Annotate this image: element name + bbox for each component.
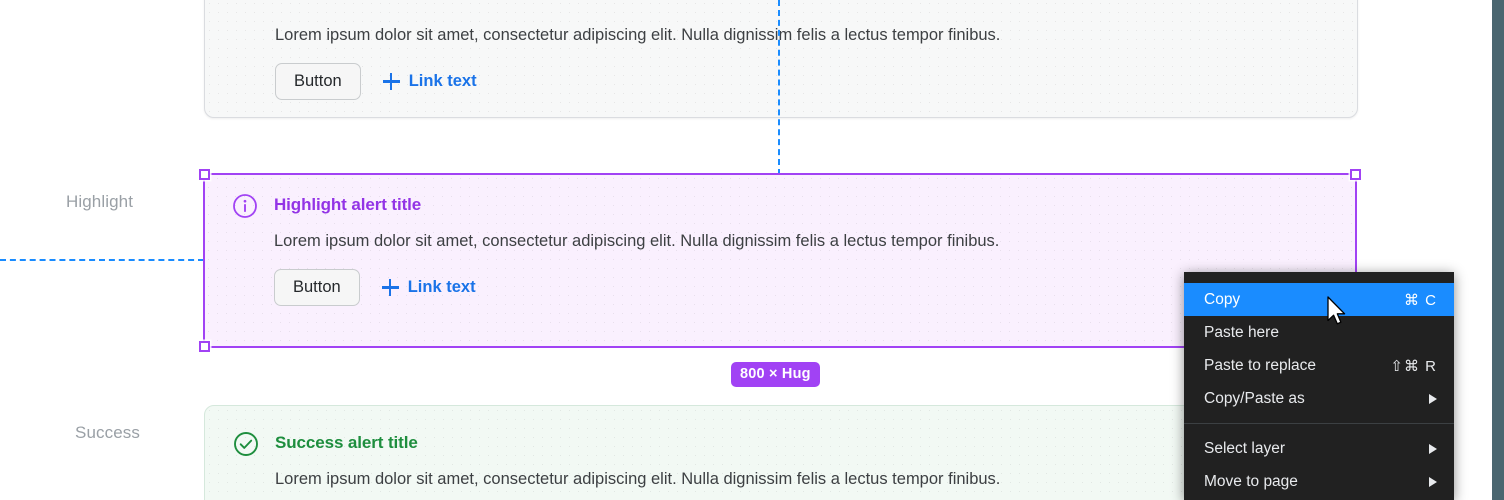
plus-icon — [382, 73, 400, 90]
right-panel-edge — [1492, 0, 1504, 500]
alert-title: Success alert title — [275, 433, 418, 452]
smart-guide-vertical — [778, 0, 780, 175]
context-menu[interactable]: Copy ⌘ C Paste here Paste to replace ⇧⌘ … — [1184, 272, 1454, 500]
alert-body-text: Lorem ipsum dolor sit amet, consectetur … — [275, 26, 1001, 44]
context-menu-item-move-to-page[interactable]: Move to page — [1184, 465, 1454, 498]
alert-title: Highlight alert title — [274, 195, 422, 214]
menu-item-label: Select layer — [1204, 439, 1285, 457]
context-menu-item-copy[interactable]: Copy ⌘ C — [1184, 283, 1454, 316]
menu-item-label: Move to page — [1204, 472, 1298, 490]
alert-button[interactable]: Button — [275, 63, 361, 100]
alert-link-label: Link text — [408, 72, 477, 90]
alert-link[interactable]: Link text — [381, 278, 476, 297]
alert-actions: Button Link text — [275, 63, 1357, 100]
alert-actions: Button Link text — [274, 269, 1357, 306]
menu-item-label: Paste here — [1204, 323, 1279, 341]
mouse-cursor — [1326, 296, 1348, 328]
submenu-arrow-icon — [1429, 393, 1437, 404]
alert-button[interactable]: Button — [274, 269, 360, 306]
selection-size-badge: 800 × Hug — [731, 362, 820, 387]
context-menu-item-paste-here[interactable]: Paste here — [1184, 316, 1454, 349]
smart-guide-horizontal — [0, 259, 204, 261]
menu-item-label: Copy — [1204, 290, 1241, 308]
row-label-success: Success — [75, 423, 140, 442]
menu-item-label: Paste to replace — [1204, 356, 1317, 374]
alert-body-text: Lorem ipsum dolor sit amet, consectetur … — [274, 232, 1000, 250]
row-label-highlight: Highlight — [66, 192, 134, 211]
plus-icon — [381, 279, 399, 296]
menu-separator — [1184, 423, 1454, 424]
submenu-arrow-icon — [1429, 443, 1437, 454]
context-menu-item-paste-to-replace[interactable]: Paste to replace ⇧⌘ R — [1184, 349, 1454, 382]
alert-body-text: Lorem ipsum dolor sit amet, consectetur … — [275, 470, 1001, 488]
menu-item-shortcut: ⌘ C — [1404, 291, 1437, 309]
context-menu-item-copy-paste-as[interactable]: Copy/Paste as — [1184, 382, 1454, 415]
alert-link[interactable]: Link text — [382, 72, 477, 91]
alert-link-label: Link text — [407, 278, 476, 296]
menu-item-shortcut: ⇧⌘ R — [1390, 357, 1437, 375]
context-menu-item-select-layer[interactable]: Select layer — [1184, 432, 1454, 465]
info-circle-icon — [232, 193, 258, 219]
submenu-arrow-icon — [1429, 476, 1437, 487]
check-circle-icon — [233, 431, 259, 457]
menu-item-label: Copy/Paste as — [1204, 389, 1305, 407]
alert-card-neutral[interactable]: Lorem ipsum dolor sit amet, consectetur … — [204, 0, 1358, 118]
